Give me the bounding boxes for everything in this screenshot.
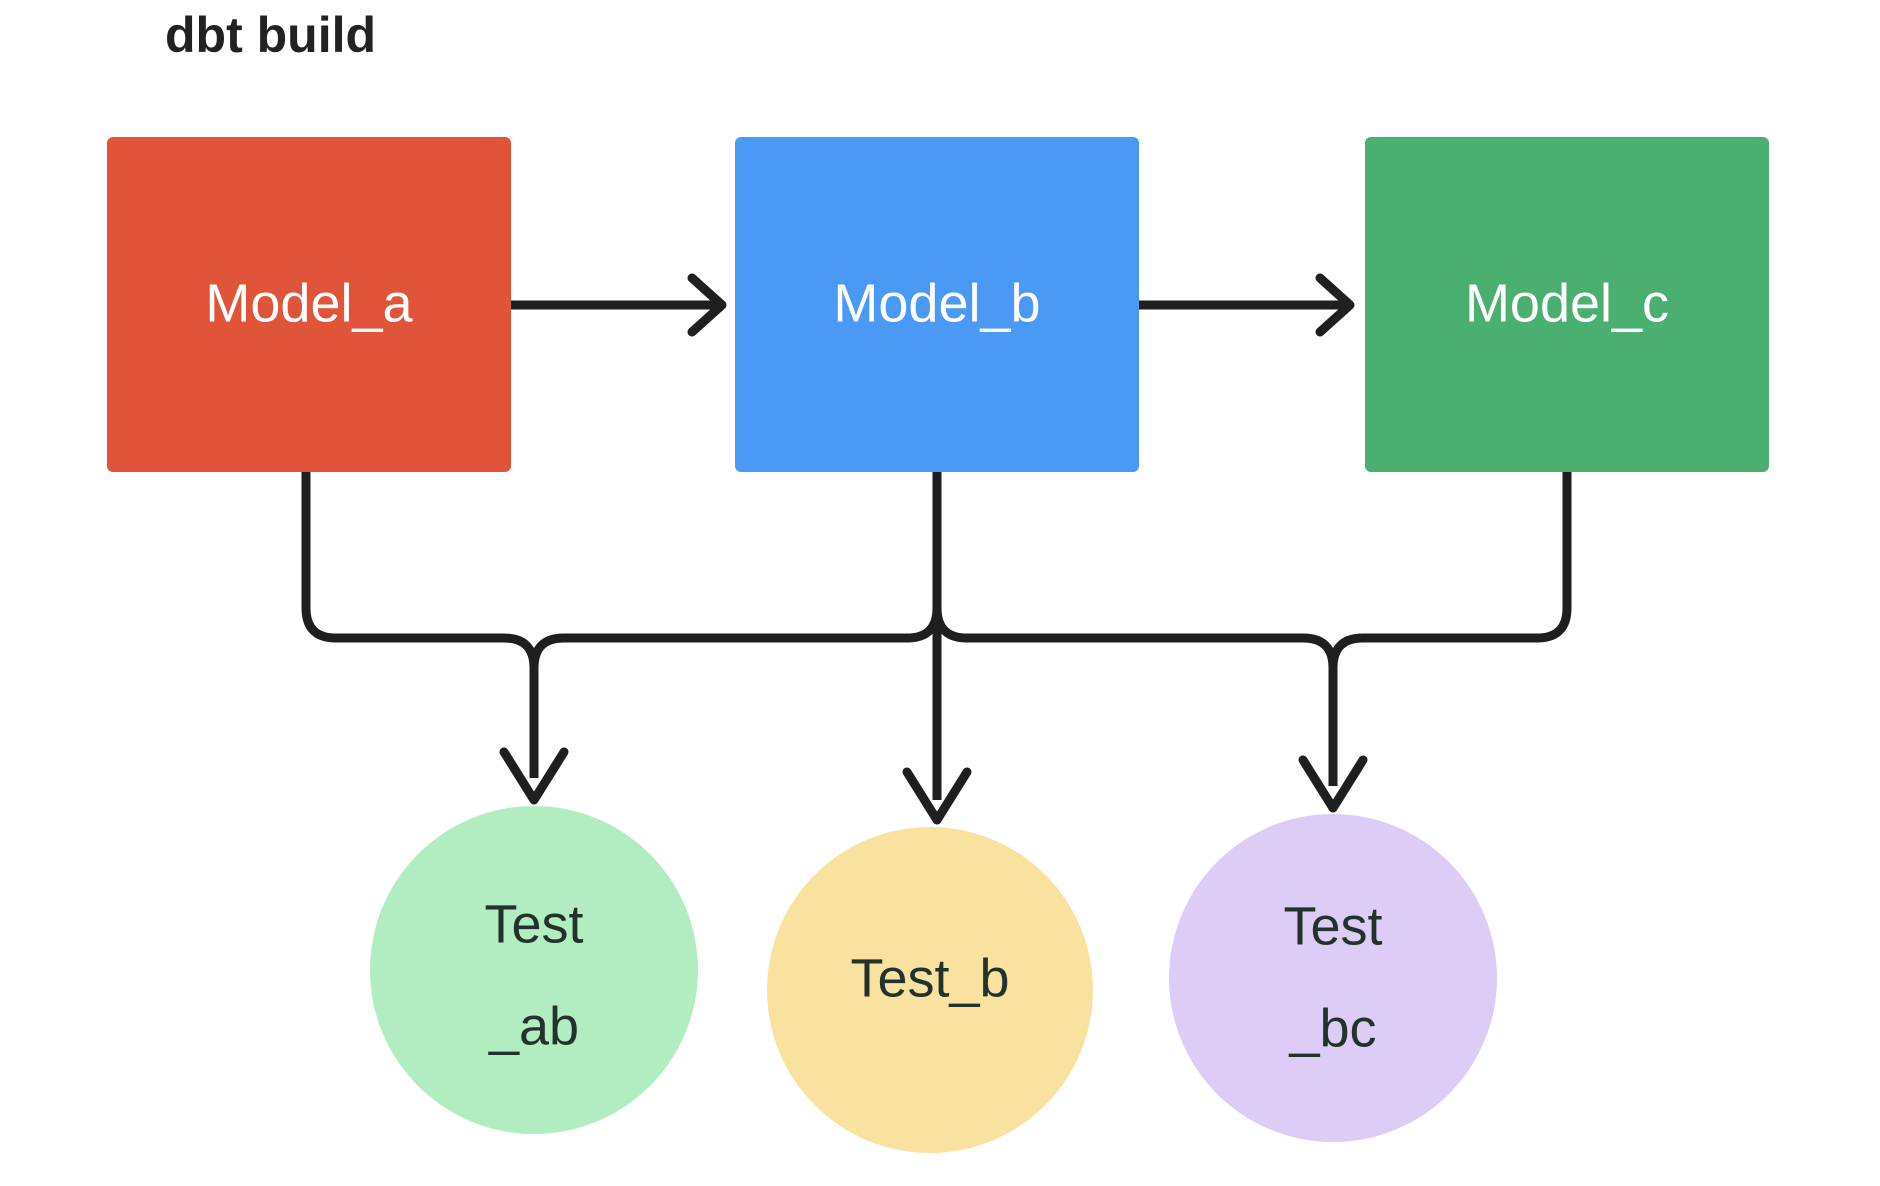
test-bc-label-line2: _bc	[1288, 998, 1376, 1058]
model-a-label: Model_a	[205, 273, 413, 333]
model-b-label: Model_b	[833, 273, 1040, 333]
model-a-shape	[107, 137, 511, 472]
test-bc-shape	[1169, 814, 1497, 1142]
test-ab-label-line2: _ab	[488, 996, 579, 1056]
node-test-ab[interactable]: Test _ab	[370, 806, 698, 1134]
test-b-label-line1: Test_b	[850, 948, 1009, 1008]
edge-model-c-to-test-bc	[1328, 472, 1572, 669]
test-bc-label-line1: Test	[1283, 896, 1382, 956]
edge-model-b-to-model-c	[1139, 273, 1355, 337]
edge-model-a-to-model-b	[511, 273, 727, 337]
test-b-shape	[767, 827, 1093, 1153]
model-c-shape	[1365, 137, 1769, 472]
test-ab-label-line1: Test	[484, 894, 583, 954]
model-c-label: Model_c	[1465, 273, 1669, 333]
edge-model-a-to-test-ab	[301, 472, 569, 805]
edge-model-b-to-test-bc	[932, 472, 1368, 813]
test-ab-shape	[370, 806, 698, 1134]
node-test-bc[interactable]: Test _bc	[1169, 814, 1497, 1142]
edge-model-b-to-test-ab	[529, 472, 942, 669]
node-model-a[interactable]: Model_a	[107, 137, 511, 472]
node-model-b[interactable]: Model_b	[735, 137, 1139, 472]
node-test-b[interactable]: Test_b	[767, 827, 1093, 1153]
model-b-shape	[735, 137, 1139, 472]
diagram-title: dbt build	[165, 7, 376, 63]
node-model-c[interactable]: Model_c	[1365, 137, 1769, 472]
